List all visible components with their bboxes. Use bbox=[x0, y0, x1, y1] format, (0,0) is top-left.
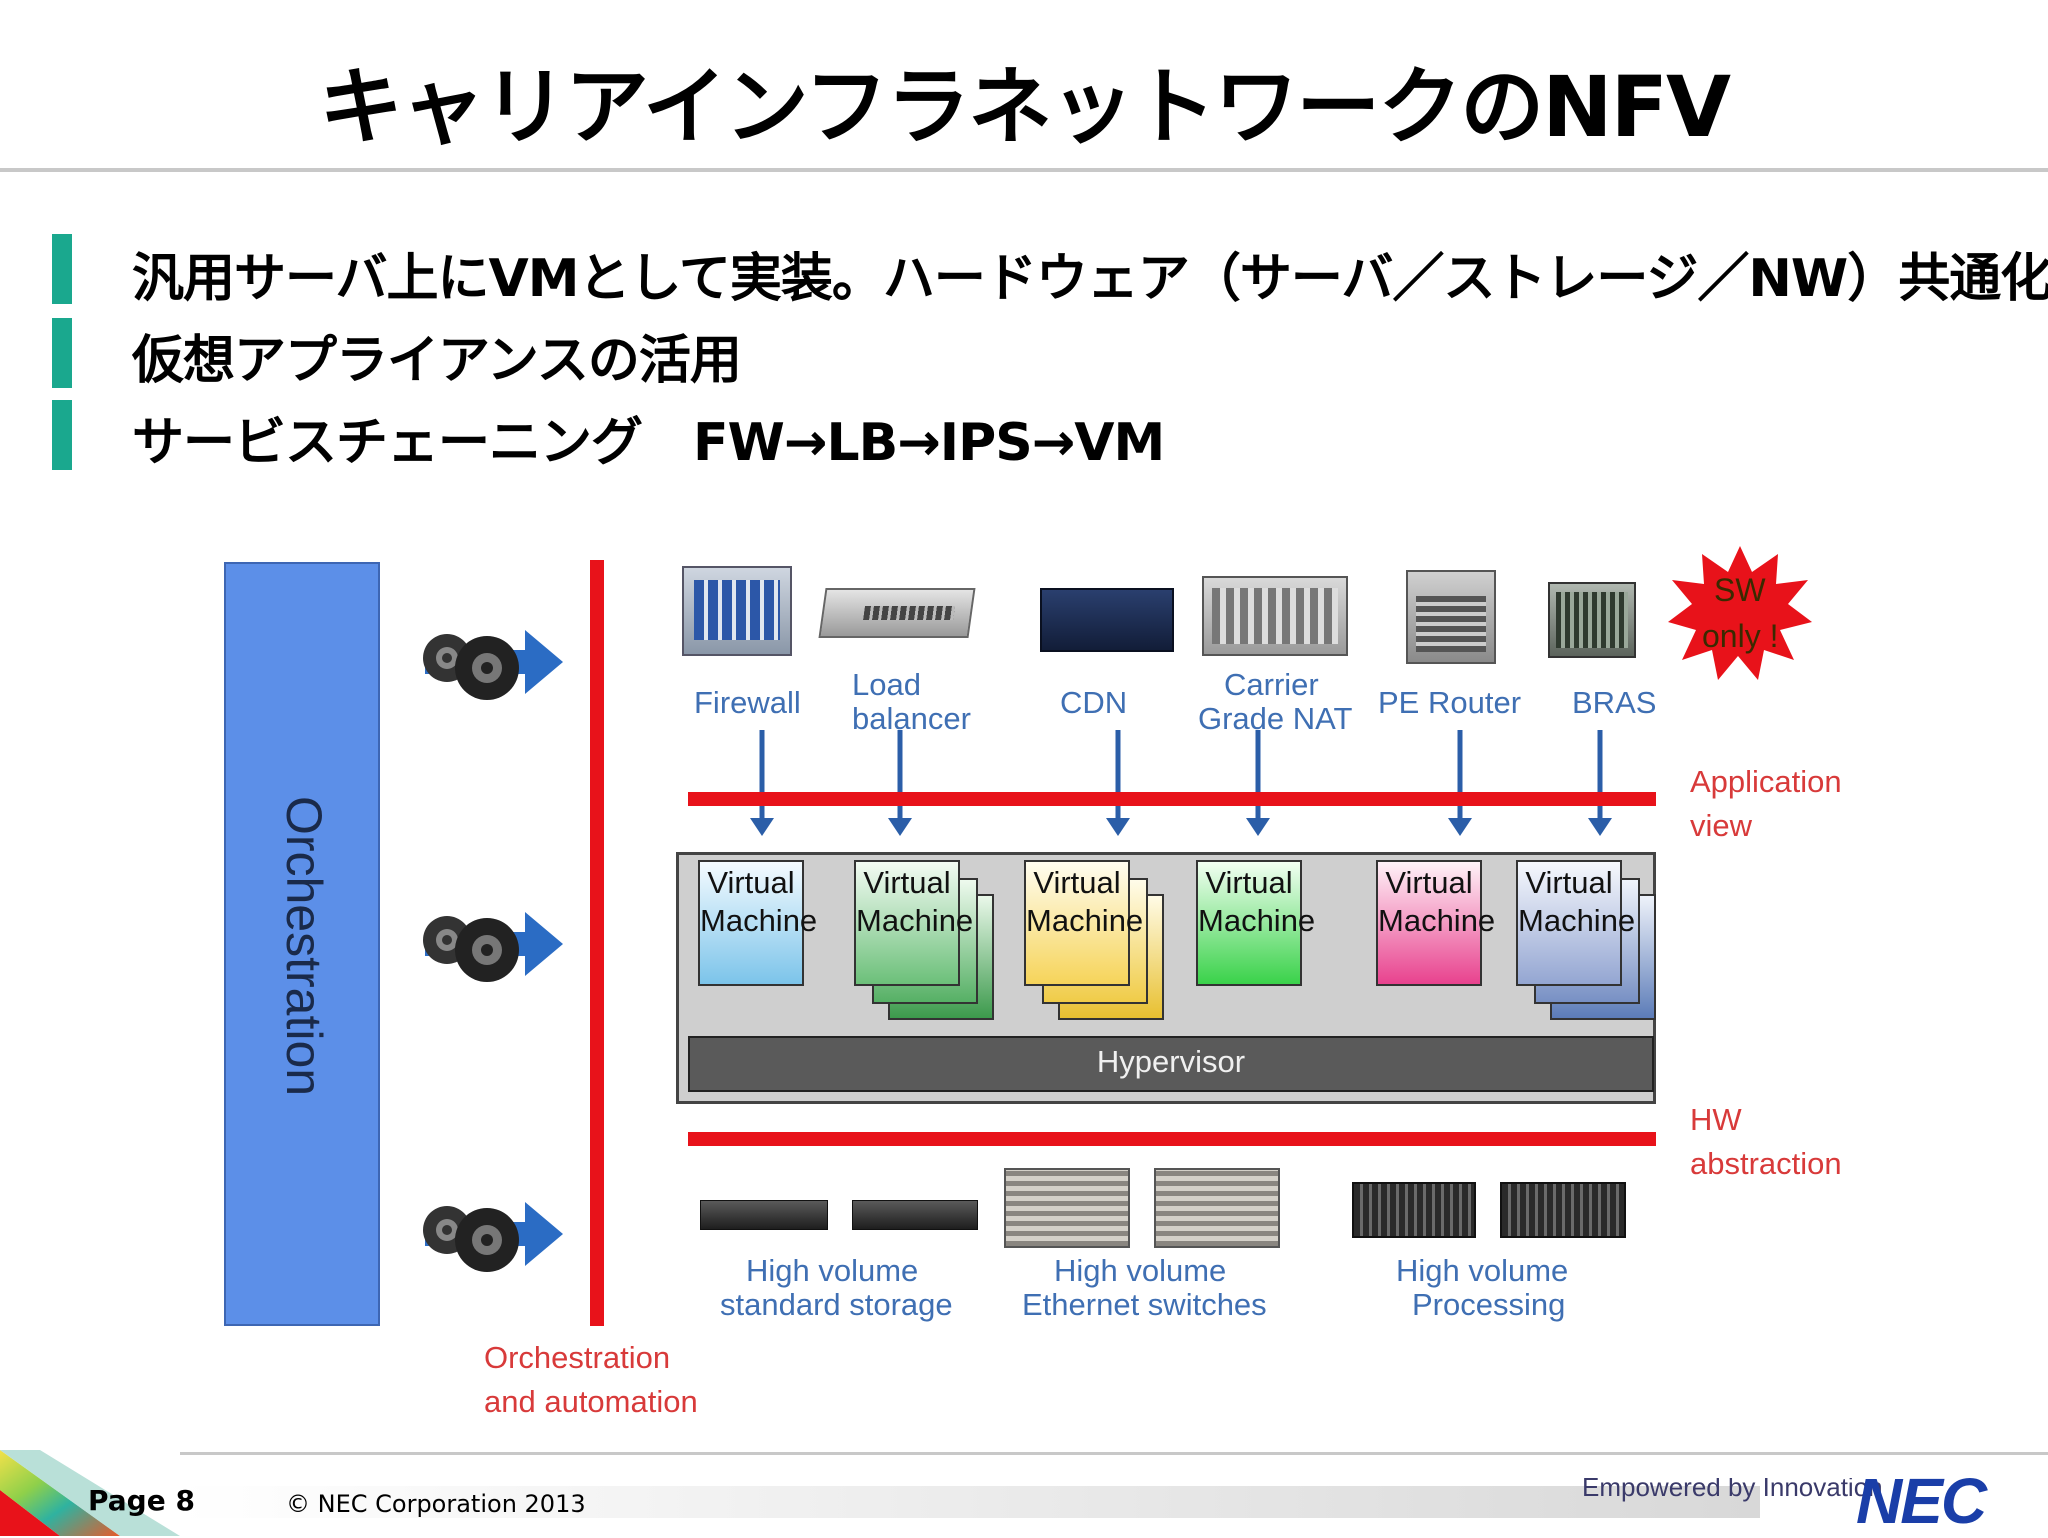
vm-label-line1: Virtual bbox=[863, 865, 951, 900]
footer-rule bbox=[180, 1452, 2048, 1455]
vm-label-line1: Virtual bbox=[1033, 865, 1121, 900]
pe-router-appliance-image bbox=[1406, 570, 1496, 664]
bras-appliance-image bbox=[1548, 582, 1636, 658]
hardware-label-storage-1: High volume bbox=[746, 1253, 919, 1288]
gear-arrow-icon bbox=[423, 912, 563, 982]
appliance-label-cgnat-1: Carrier bbox=[1224, 667, 1319, 702]
storage-unit-image bbox=[852, 1200, 978, 1230]
sw-only-label-1: SW bbox=[1714, 572, 1766, 608]
sw-only-label-2: only ! bbox=[1702, 618, 1779, 654]
appliance-label-load-balancer-1: Load bbox=[852, 667, 921, 702]
hw-abstraction-label-2: abstraction bbox=[1690, 1146, 1842, 1181]
vm-label-line1: Virtual bbox=[1205, 865, 1293, 900]
sw-only-starburst-icon bbox=[1668, 546, 1812, 680]
vm-label-line2: Machine bbox=[1518, 903, 1636, 938]
hypervisor-bar bbox=[688, 1036, 1654, 1092]
vm-label-line2: Machine bbox=[1378, 903, 1496, 938]
application-view-label-2: view bbox=[1690, 808, 1753, 843]
orchestration-red-bar bbox=[590, 560, 604, 1326]
virtual-machine-2: Virtual Machine bbox=[854, 860, 974, 986]
page-title: キャリアインフラネットワークのNFV bbox=[319, 58, 1731, 156]
orchestration-automation-label-2: and automation bbox=[484, 1384, 698, 1419]
appliance-label-load-balancer-2: balancer bbox=[852, 701, 971, 736]
bullet-1: 汎用サーバ上にVMとして実装。ハードウェア（サーバ／ストレージ／NW）共通化 bbox=[132, 249, 2048, 309]
bullet-2: 仮想アプライアンスの活用 bbox=[132, 331, 742, 391]
copyright-text: © NEC Corporation 2013 bbox=[286, 1490, 586, 1518]
server-unit-image bbox=[1352, 1182, 1476, 1238]
vm-label-line2: Machine bbox=[1198, 903, 1316, 938]
gear-arrow-icon bbox=[423, 630, 563, 700]
nec-logo: NEC bbox=[1856, 1465, 1987, 1537]
ethernet-switch-image bbox=[1004, 1168, 1130, 1248]
virtual-machine-6: Virtual Machine bbox=[1516, 860, 1636, 986]
application-view-label-1: Application bbox=[1690, 764, 1842, 799]
bullet-marker-3 bbox=[52, 400, 72, 470]
carrier-grade-nat-appliance-image bbox=[1202, 576, 1348, 656]
footer-tagline: Empowered by Innovation bbox=[1582, 1478, 1883, 1502]
orchestration-automation-label-1: Orchestration bbox=[484, 1340, 671, 1375]
vm-label-line2: Machine bbox=[700, 903, 818, 938]
hardware-label-processing-1: High volume bbox=[1396, 1253, 1569, 1288]
virtual-machine-4: Virtual Machine bbox=[1196, 860, 1316, 986]
footer-corner-graphic bbox=[0, 1450, 180, 1536]
hardware-label-switches-2: Ethernet switches bbox=[1022, 1287, 1267, 1322]
virtual-machine-3: Virtual Machine bbox=[1024, 860, 1144, 986]
hardware-label-switches-1: High volume bbox=[1054, 1253, 1227, 1288]
vm-label-line1: Virtual bbox=[1385, 865, 1473, 900]
appliance-label-pe-router: PE Router bbox=[1378, 685, 1522, 720]
title-divider bbox=[0, 168, 2048, 172]
vm-label-line2: Machine bbox=[856, 903, 974, 938]
appliance-label-cdn: CDN bbox=[1060, 685, 1128, 720]
vm-label-line1: Virtual bbox=[707, 865, 795, 900]
firewall-appliance-image bbox=[682, 566, 792, 656]
appliance-label-cgnat-2: Grade NAT bbox=[1198, 701, 1353, 736]
orchestration-box: Orchestration bbox=[224, 562, 380, 1326]
gear-arrow-icon bbox=[423, 1202, 563, 1272]
page-number: Page 8 bbox=[88, 1484, 195, 1517]
virtual-machine-1: Virtual Machine bbox=[698, 860, 818, 986]
footer-bar bbox=[180, 1486, 1760, 1518]
server-unit-image bbox=[1500, 1182, 1626, 1238]
bullet-marker-2 bbox=[52, 318, 72, 388]
ethernet-switch-image bbox=[1154, 1168, 1280, 1248]
vm-label-line1: Virtual bbox=[1525, 865, 1613, 900]
bullet-marker-1 bbox=[52, 234, 72, 304]
bullet-3: サービスチェーニング FW→LB→IPS→VM bbox=[132, 413, 1165, 473]
hw-abstraction-label-1: HW bbox=[1690, 1102, 1742, 1137]
cdn-appliance-image bbox=[1040, 588, 1174, 652]
appliance-label-firewall: Firewall bbox=[694, 685, 801, 720]
storage-unit-image bbox=[700, 1200, 828, 1230]
application-view-red-bar bbox=[688, 792, 1656, 806]
hardware-label-processing-2: Processing bbox=[1412, 1287, 1566, 1322]
virtual-machine-5: Virtual Machine bbox=[1376, 860, 1496, 986]
hw-abstraction-red-bar bbox=[688, 1132, 1656, 1146]
appliance-label-bras: BRAS bbox=[1572, 685, 1657, 720]
hypervisor-label: Hypervisor bbox=[1096, 1044, 1246, 1079]
vm-label-line2: Machine bbox=[1026, 903, 1144, 938]
hardware-label-storage-2: standard storage bbox=[720, 1287, 953, 1322]
